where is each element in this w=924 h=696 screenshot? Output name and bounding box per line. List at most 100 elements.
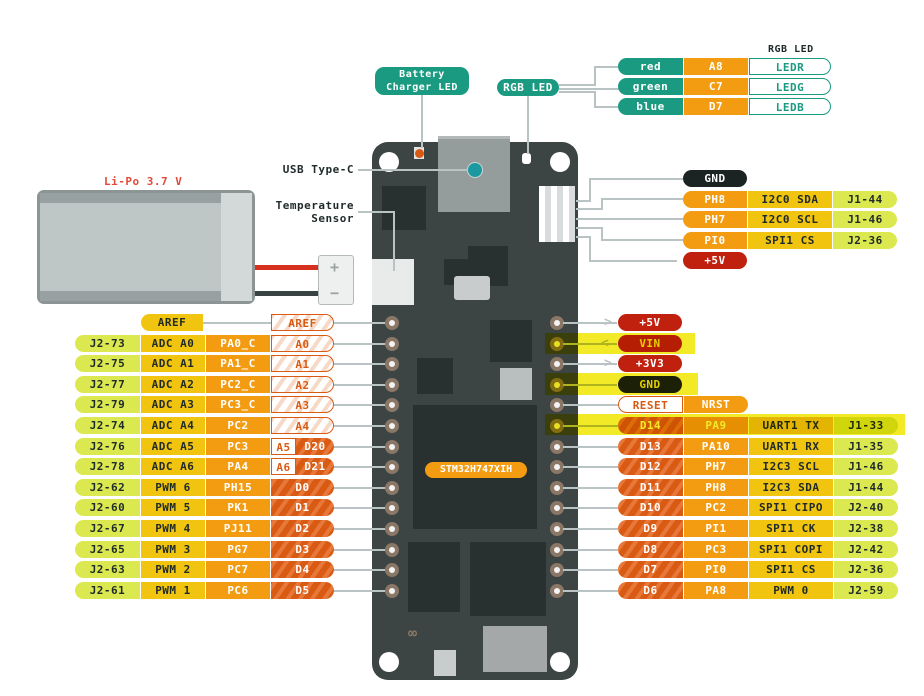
battery-voltage-label: Li-Po 3.7 V (104, 175, 183, 188)
arduino-logo-icon: ∞ (408, 624, 418, 642)
port-name: PA4 (206, 458, 270, 476)
pin-hole (385, 336, 399, 351)
pin-name-analog: A5 (271, 437, 296, 455)
j-connector: J2-76 (75, 437, 140, 455)
chip (490, 320, 532, 362)
j-connector: J2-62 (75, 478, 140, 496)
arrow-icon: > (604, 356, 612, 372)
pin-hole (550, 542, 564, 557)
pin-function: PWM 6 (141, 478, 205, 496)
connector-line (601, 198, 603, 210)
connector-line (563, 404, 618, 407)
pin-hole (385, 419, 399, 433)
pin-function: I2C3 SDA (749, 478, 833, 496)
highlight-vin (545, 333, 695, 354)
connector-line (589, 260, 677, 262)
reset-pin: RESET (618, 396, 683, 414)
pin-function: I2C3 SCL (749, 458, 833, 476)
pin-hole (550, 439, 564, 454)
pin-name: D3 (271, 540, 334, 558)
connector-line (334, 425, 386, 427)
chip (470, 542, 546, 616)
port-name: PI1 (684, 520, 748, 537)
connector-line (358, 211, 394, 213)
pin-function: SPI1 CS (749, 561, 833, 579)
connector-line (563, 322, 617, 324)
port-name: PK1 (206, 499, 270, 517)
chip-label: STM32H747XIH (425, 462, 527, 478)
port-name: PC2 (684, 499, 748, 517)
connector-line (334, 342, 386, 345)
pin-name: D6 (618, 581, 683, 599)
port-name: PI0 (684, 561, 748, 579)
pin-name: A4 (271, 417, 334, 434)
j-connector: J2-42 (834, 540, 898, 558)
j-connector: J2-60 (75, 499, 140, 517)
pin-hole (385, 583, 399, 598)
j-connector: J2-75 (75, 355, 140, 373)
j-connector: J1-35 (834, 437, 898, 455)
pin-hole (385, 501, 399, 516)
pin-hole (385, 522, 399, 536)
connector-line (576, 236, 590, 238)
j-connector: J2-67 (75, 520, 140, 537)
pin-name: D0 (271, 478, 334, 496)
pin-hole (385, 460, 399, 475)
pin-hole (385, 357, 399, 372)
reset-port: NRST (684, 396, 748, 414)
pin-function: ADC A4 (141, 417, 205, 434)
aref-pin: AREF (271, 314, 334, 331)
connector-line (358, 169, 468, 171)
j-connector: J2-73 (75, 334, 140, 352)
pin-name: A1 (271, 355, 334, 373)
connector-line (334, 569, 386, 572)
pin-function: ADC A2 (141, 375, 205, 393)
pin-hole (550, 398, 564, 413)
pin-name: A3 (271, 396, 334, 414)
board: STM32H747XIH ∞ (372, 136, 578, 680)
connector-line (334, 466, 386, 469)
highlight-gnd (545, 373, 698, 395)
connector-line (393, 211, 395, 271)
port-name: PJ11 (206, 520, 270, 537)
port-name: PC2 (206, 417, 270, 434)
j-connector: J1-44 (834, 478, 898, 496)
pin-name: D7 (618, 561, 683, 579)
pin-function: PWM 1 (141, 581, 205, 599)
battery-plug: + − (318, 255, 354, 305)
usb-type-c-label: USB Type-C (282, 163, 354, 176)
pin-name: D1 (271, 499, 334, 517)
port-name: PH15 (206, 478, 270, 496)
mounting-hole (379, 652, 399, 672)
connector-line (334, 445, 386, 448)
lipo-battery (37, 190, 255, 304)
connector-line (334, 589, 386, 592)
pin-name: D12 (618, 458, 683, 476)
pin-name: D2 (271, 520, 334, 537)
chip (417, 358, 453, 394)
j-connector: J2-63 (75, 561, 140, 579)
mounting-hole (550, 152, 570, 172)
pin-function: ADC A5 (141, 437, 205, 455)
port-name: PH7 (684, 458, 748, 476)
pin-function: PWM 0 (749, 581, 833, 599)
port-name: PA1_C (206, 355, 270, 373)
j-connector: J2-78 (75, 458, 140, 476)
port-name: PA8 (684, 581, 748, 599)
pin-function: PWM 2 (141, 561, 205, 579)
rgb-led (522, 153, 531, 164)
rgb-led-label: RGB LED (497, 79, 559, 96)
usb-c-dot (467, 162, 483, 178)
connector-line (563, 466, 618, 469)
black-wire (255, 291, 318, 296)
red-wire (255, 265, 318, 270)
connector-line (594, 66, 618, 68)
aref-func: AREF (141, 314, 203, 331)
port-name: PC3 (684, 540, 748, 558)
port-name: PA0_C (206, 334, 270, 352)
button (454, 276, 490, 300)
antenna-connector (434, 650, 456, 676)
arrow-icon: > (604, 315, 612, 330)
connector-line (559, 88, 619, 90)
connector-line (563, 507, 618, 510)
